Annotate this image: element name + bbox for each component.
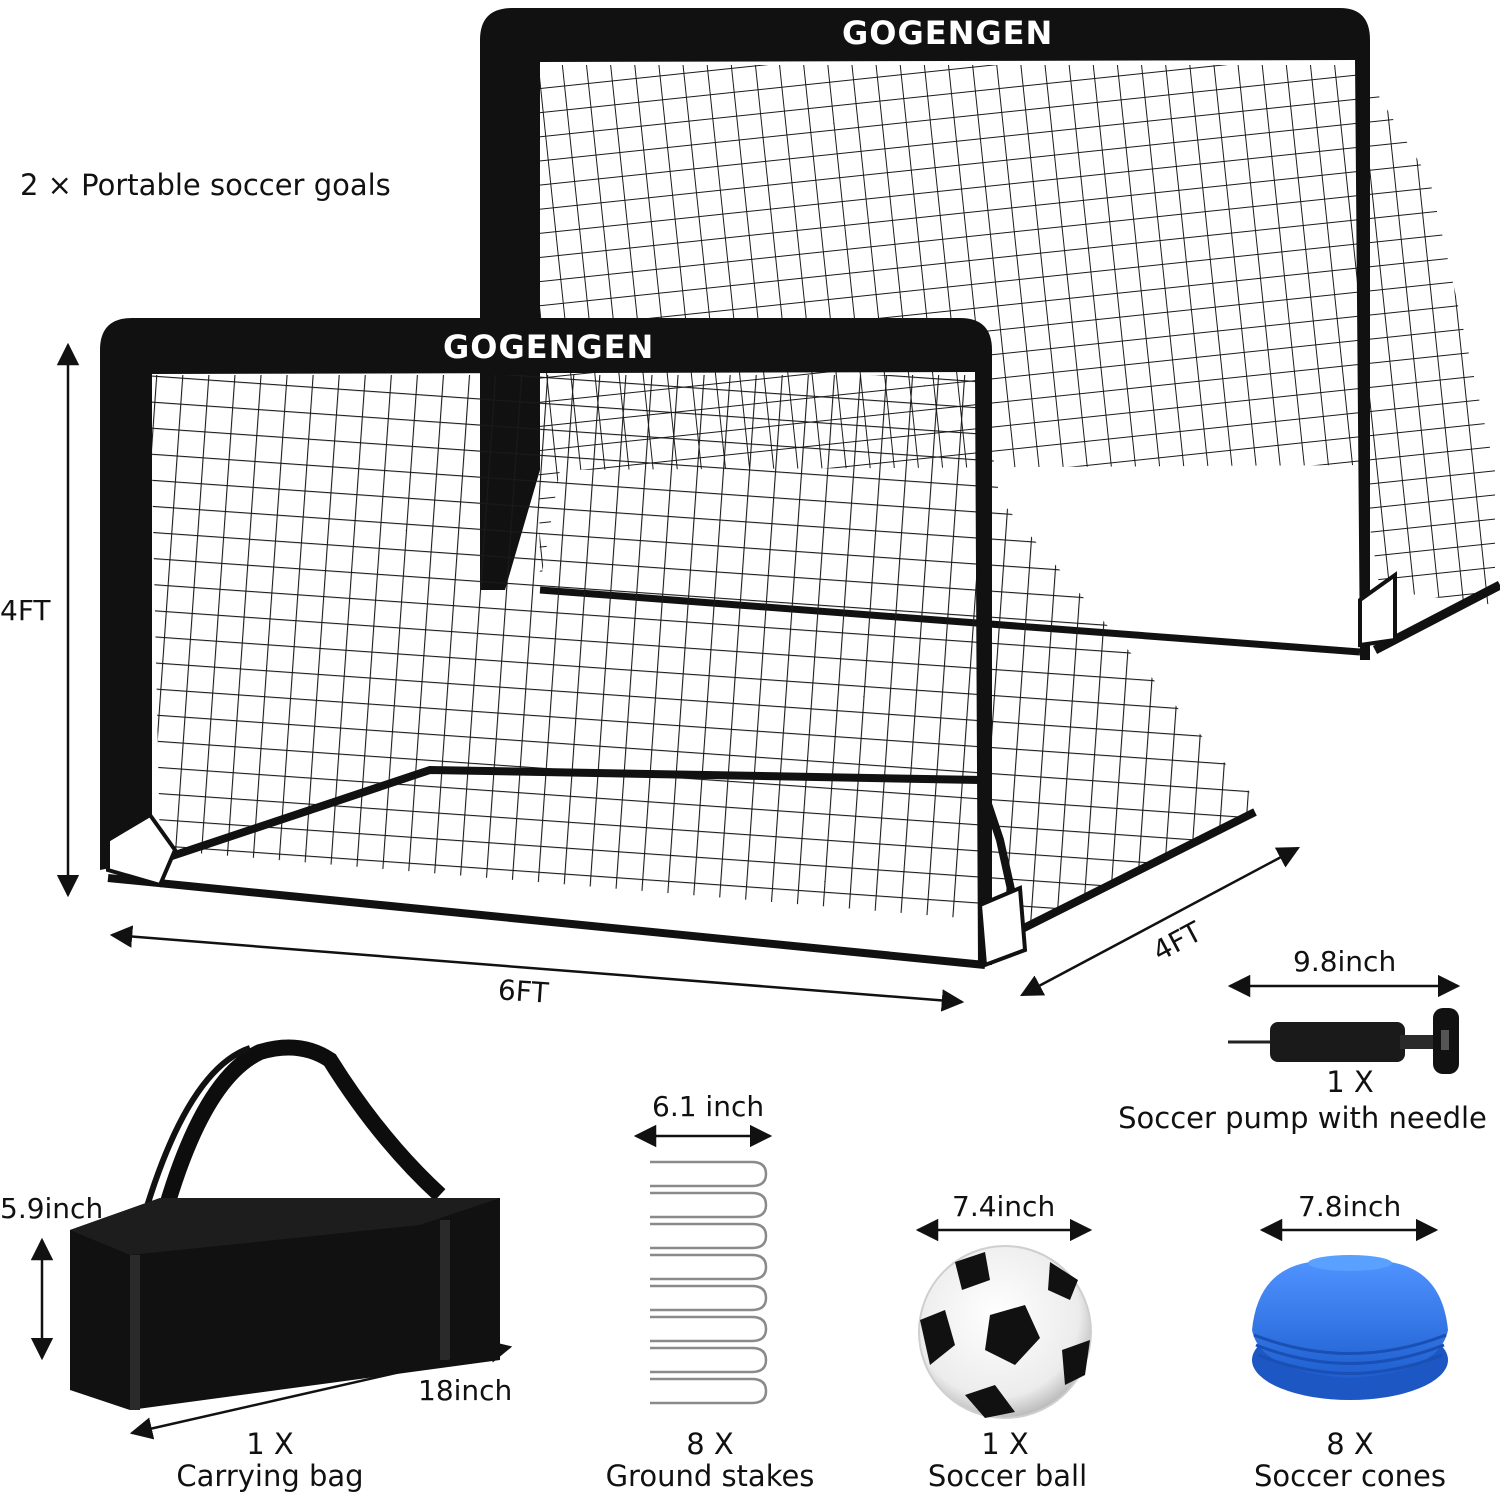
- ball-size-label: 7.4inch: [952, 1190, 1056, 1223]
- goal-width-label: 6FT: [496, 973, 550, 1010]
- goal-depth-arrow: [1020, 846, 1300, 997]
- ground-stake: [650, 1377, 768, 1405]
- pump-illustration: [1227, 974, 1461, 1074]
- cones-qty: 8 X: [1326, 1427, 1374, 1461]
- back-goal-net: [535, 65, 1495, 605]
- ground-stake: [650, 1315, 768, 1343]
- goal-width-arrow: [109, 925, 965, 1012]
- header-note: 2 × Portable soccer goals: [20, 168, 391, 202]
- goal-height-label: 4FT: [0, 594, 51, 627]
- bag-height-label: 5.9inch: [0, 1192, 104, 1225]
- back-goal-brand-logo: GOGENGEN: [842, 14, 1054, 52]
- cones-size-label: 7.8inch: [1298, 1190, 1402, 1223]
- pump-qty: 1 X: [1326, 1065, 1374, 1099]
- ground-stake: [650, 1284, 768, 1312]
- ground-stake: [650, 1222, 768, 1250]
- front-goal-brand-logo: GOGENGEN: [443, 328, 655, 366]
- ground-stake: [650, 1160, 768, 1188]
- ball-name: Soccer ball: [927, 1459, 1088, 1493]
- bag-qty: 1 X: [246, 1427, 294, 1461]
- ground-stake: [650, 1346, 768, 1374]
- ground-stakes-illustration: [633, 1124, 773, 1405]
- bag-name: Carrying bag: [176, 1459, 364, 1493]
- pump-size-label: 9.8inch: [1293, 945, 1397, 978]
- cones-name: Soccer cones: [1253, 1459, 1447, 1493]
- ground-stake: [650, 1191, 768, 1219]
- stakes-name: Ground stakes: [605, 1459, 815, 1493]
- bag-length-arrow: [129, 1340, 513, 1440]
- ground-stake: [650, 1253, 768, 1281]
- front-soccer-goal: [100, 318, 1265, 969]
- pump-name: Soccer pump with needle: [1118, 1101, 1487, 1135]
- bag-length-label: 18inch: [418, 1374, 513, 1407]
- stakes-size-label: 6.1 inch: [652, 1090, 765, 1123]
- soccer-ball-illustration: [915, 1218, 1093, 1419]
- ball-qty: 1 X: [981, 1427, 1029, 1461]
- soccer-cones-illustration: [1252, 1218, 1448, 1400]
- stakes-qty: 8 X: [686, 1427, 734, 1461]
- carrying-bag-illustration: [30, 1039, 513, 1440]
